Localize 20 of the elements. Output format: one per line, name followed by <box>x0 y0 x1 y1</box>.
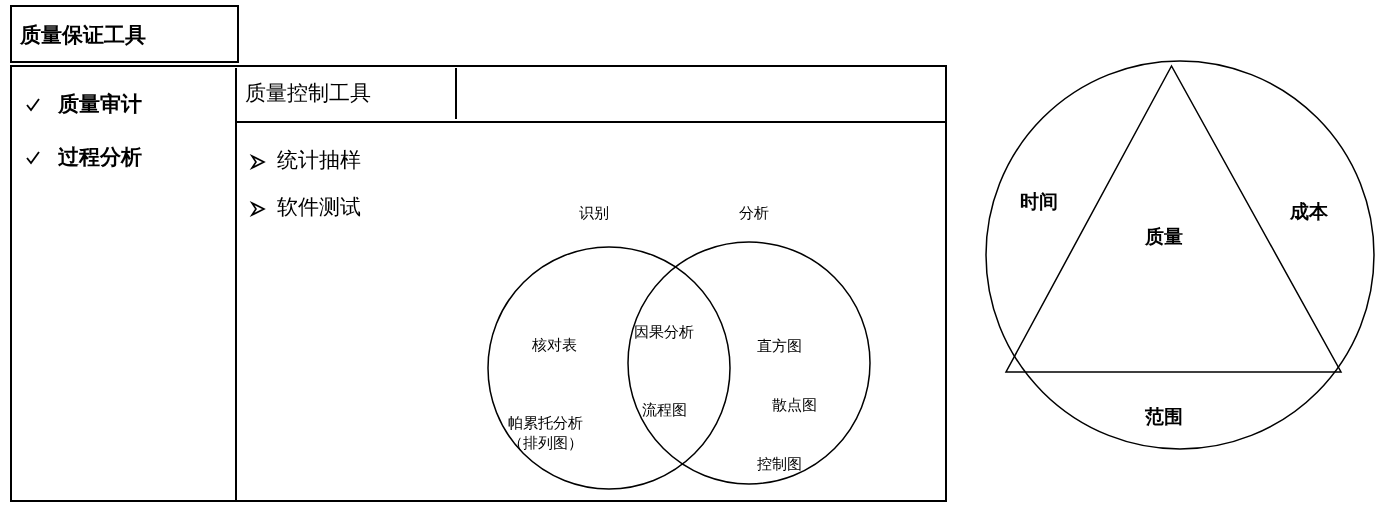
list-item: 统计抽样 <box>277 148 361 174</box>
venn-item: 散点图 <box>772 396 817 414</box>
inner-panel <box>235 68 945 500</box>
tab-heading: 质量控制工具 <box>237 68 457 119</box>
set-heading: 分析 <box>739 204 769 222</box>
constraint-label: 时间 <box>1020 190 1058 213</box>
set-heading: 识别 <box>579 204 609 222</box>
list-item: 软件测试 <box>277 195 361 221</box>
venn-item: 流程图 <box>642 401 687 419</box>
tab-heading: 质量保证工具 <box>10 5 239 63</box>
list-item: 质量审计 <box>58 92 142 118</box>
venn-item: 因果分析 <box>634 323 694 341</box>
center-label: 质量 <box>1145 225 1183 248</box>
venn-item: 核对表 <box>532 336 577 354</box>
constraint-label: 成本 <box>1290 200 1328 223</box>
venn-item: 直方图 <box>757 337 802 355</box>
constraint-label: 范围 <box>1145 405 1183 428</box>
list-item: 过程分析 <box>58 145 142 171</box>
venn-item: 帕累托分析（排列图） <box>506 414 584 453</box>
venn-item: 控制图 <box>757 455 802 473</box>
